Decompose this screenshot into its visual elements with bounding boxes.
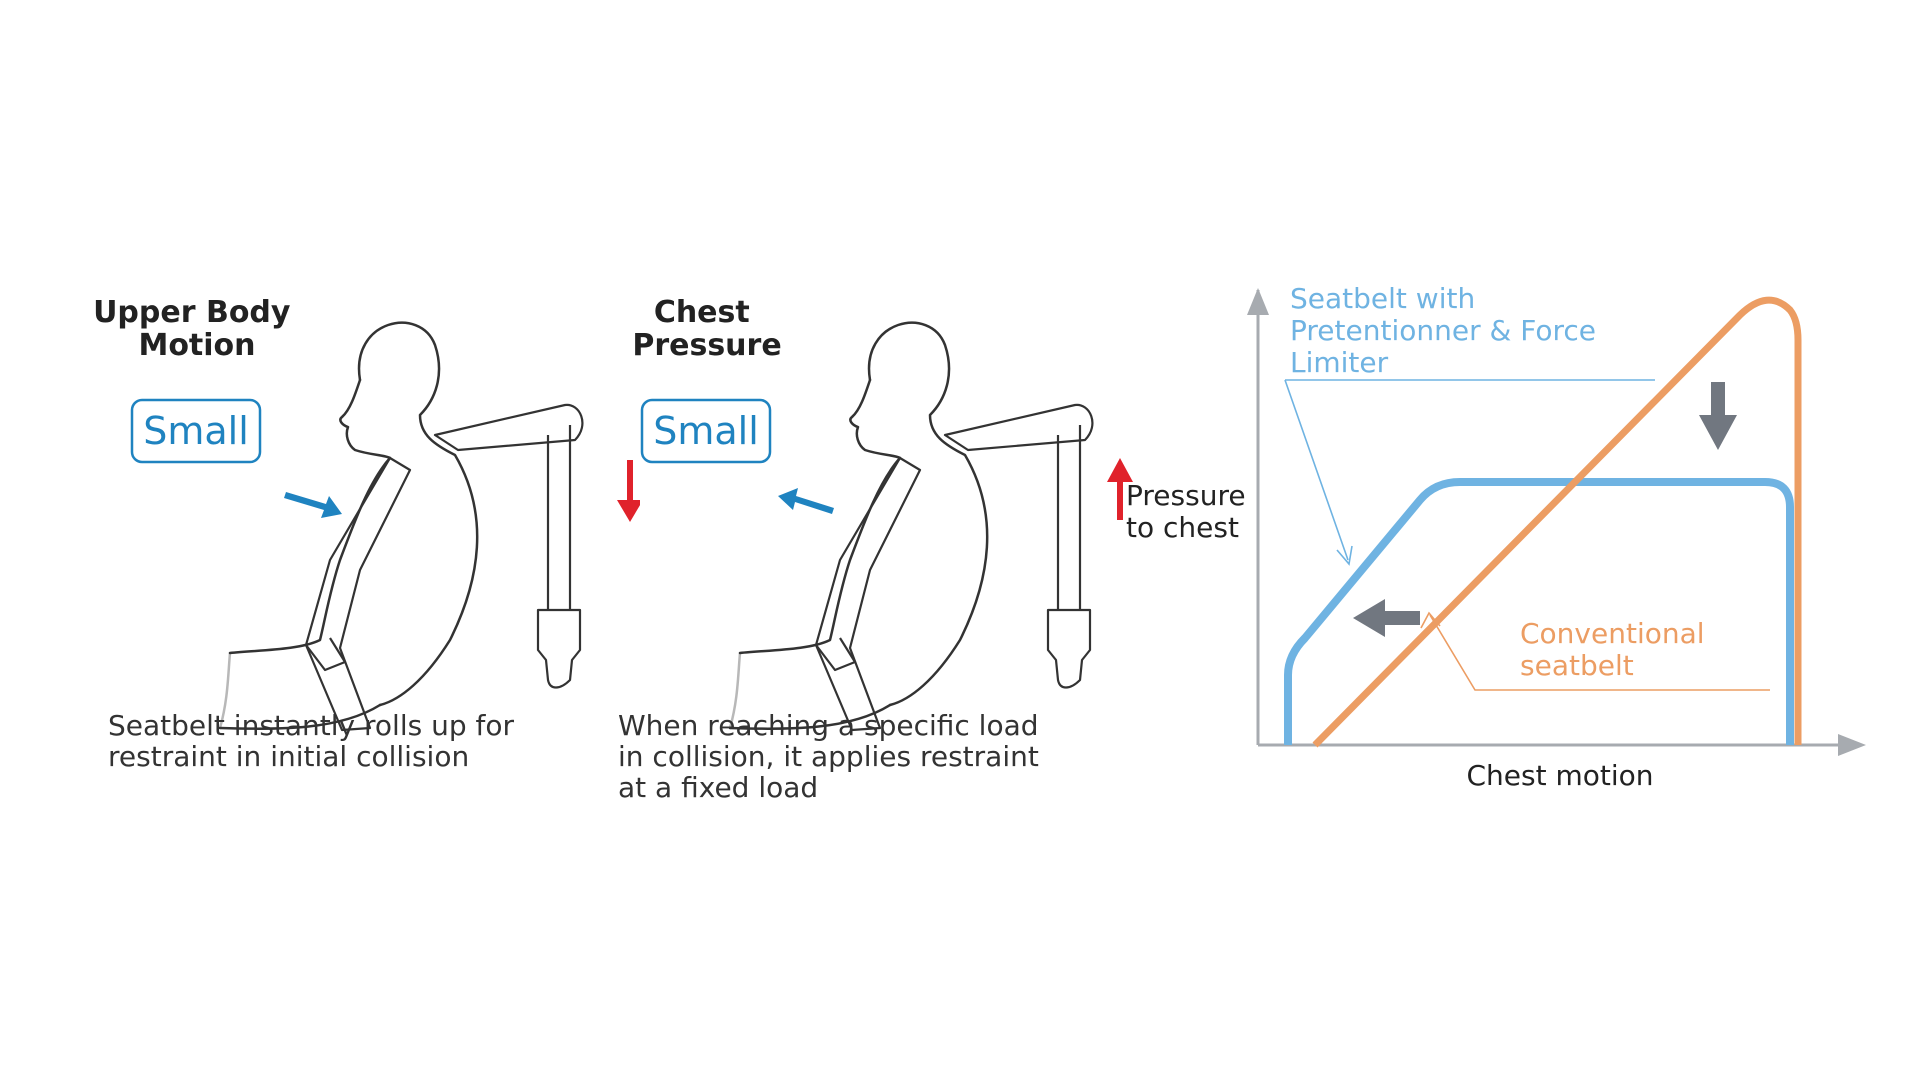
- conventional-curve: [1312, 296, 1802, 748]
- up-arrow-icon: [1107, 458, 1133, 520]
- x-axis-arrow-icon: [1838, 734, 1866, 756]
- conventional-label: Conventional seatbelt: [1520, 617, 1713, 682]
- down-arrow-icon: [617, 460, 640, 522]
- caption-line: at a fixed load: [618, 771, 818, 804]
- y-axis-arrow-icon: [1247, 288, 1269, 315]
- heading-line: Chest: [654, 295, 750, 330]
- label-line: Pretentionner & Force: [1290, 314, 1596, 347]
- chest-pressure-panel: Chest Pressure Small When reaching a spe…: [618, 295, 1133, 804]
- down-arrow-icon: [1699, 382, 1737, 450]
- left-arrow-icon: [1353, 599, 1420, 637]
- axes: [1247, 288, 1866, 756]
- caption-line: restraint in initial collision: [108, 740, 469, 773]
- caption-line: in collision, it applies restraint: [618, 740, 1039, 773]
- caption-line: Seatbelt instantly rolls up for: [108, 709, 515, 742]
- right-arrow-icon: [284, 492, 342, 518]
- label-line: Seatbelt with: [1290, 282, 1475, 315]
- label-line: seatbelt: [1520, 649, 1634, 682]
- heading-line: Pressure: [632, 328, 781, 363]
- pressure-graph: Seatbelt with Pretentionner & Force Limi…: [1126, 282, 1866, 792]
- badge-label: Small: [653, 409, 759, 453]
- small-badge: [130, 398, 262, 464]
- caption-line: When reaching a specific load: [618, 709, 1039, 742]
- x-axis-label: Chest motion: [1466, 759, 1653, 792]
- panel-caption: When reaching a specific load in collisi…: [618, 709, 1048, 804]
- pretensioner-leader: [1284, 379, 1655, 566]
- badge-label: Small: [143, 409, 249, 453]
- small-badge: [640, 398, 772, 464]
- upper-body-motion-panel: Upper Body Motion Small Seatbelt instant…: [93, 295, 640, 773]
- heading-line: Upper Body: [93, 295, 291, 330]
- panel-heading: Chest Pressure: [632, 295, 781, 363]
- panel-heading: Upper Body Motion: [93, 295, 301, 363]
- label-line: Limiter: [1290, 346, 1389, 379]
- conventional-leader: [1420, 611, 1770, 691]
- left-arrow-icon: [778, 488, 834, 514]
- label-line: Conventional: [1520, 617, 1705, 650]
- heading-line: Motion: [138, 328, 255, 363]
- pretensioner-label: Seatbelt with Pretentionner & Force Limi…: [1290, 282, 1605, 379]
- seatbelt-strap: [304, 403, 584, 732]
- label-line: Pressure: [1126, 479, 1246, 512]
- pretensioner-curve: [1284, 478, 1794, 745]
- panel-caption: Seatbelt instantly rolls up for restrain…: [108, 709, 523, 773]
- y-axis-label: Pressure to chest: [1126, 479, 1254, 544]
- seatbelt-strap: [814, 403, 1094, 732]
- label-line: to chest: [1126, 511, 1239, 544]
